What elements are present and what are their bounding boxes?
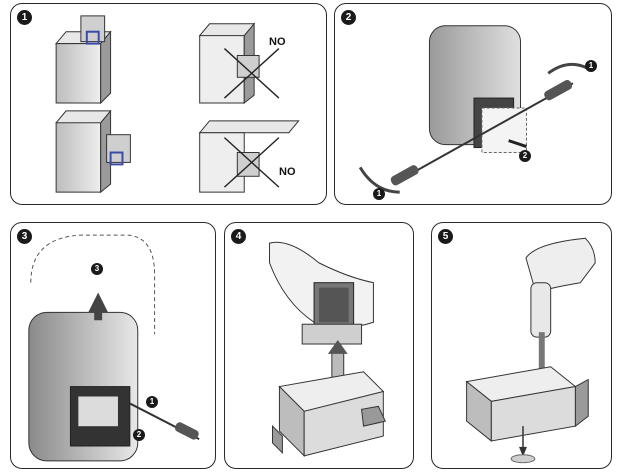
step-2-callout-1-top: 1 bbox=[585, 60, 597, 72]
step-2-callout-1-bottom: 1 bbox=[373, 188, 385, 200]
step-4-panel: 4 bbox=[224, 222, 414, 469]
step-3-callout-2: 2 bbox=[133, 429, 145, 441]
step-3-callout-1: 1 bbox=[146, 396, 158, 408]
step-2-callout-2: 2 bbox=[519, 150, 531, 162]
step-2-illustration bbox=[358, 25, 589, 194]
step-4-badge: 4 bbox=[231, 229, 246, 244]
step-3-badge: 3 bbox=[17, 229, 32, 244]
step-3-panel: 3 3 1 2 bbox=[10, 222, 216, 469]
step-3-illustration bbox=[28, 234, 200, 462]
step-1-illustration bbox=[55, 15, 300, 194]
post-top-mount-correct bbox=[55, 15, 112, 105]
step-3-callout-3: 3 bbox=[91, 263, 103, 275]
step-5-panel: 5 bbox=[431, 222, 612, 469]
post-side-mount-incorrect-bottom bbox=[198, 120, 300, 193]
post-side-mount-incorrect-top bbox=[198, 22, 280, 105]
step-1-panel: 1 bbox=[10, 3, 327, 205]
no-label-top: NO bbox=[269, 36, 286, 48]
step-5-illustration bbox=[465, 237, 596, 464]
step-4-illustration bbox=[269, 241, 387, 458]
step-5-badge: 5 bbox=[438, 229, 453, 244]
step-2-panel: 2 1 2 1 bbox=[334, 3, 612, 205]
step-2-badge: 2 bbox=[341, 10, 356, 25]
no-label-bottom: NO bbox=[279, 166, 296, 178]
step-1-badge: 1 bbox=[17, 10, 32, 25]
post-side-mount-correct bbox=[55, 109, 131, 194]
